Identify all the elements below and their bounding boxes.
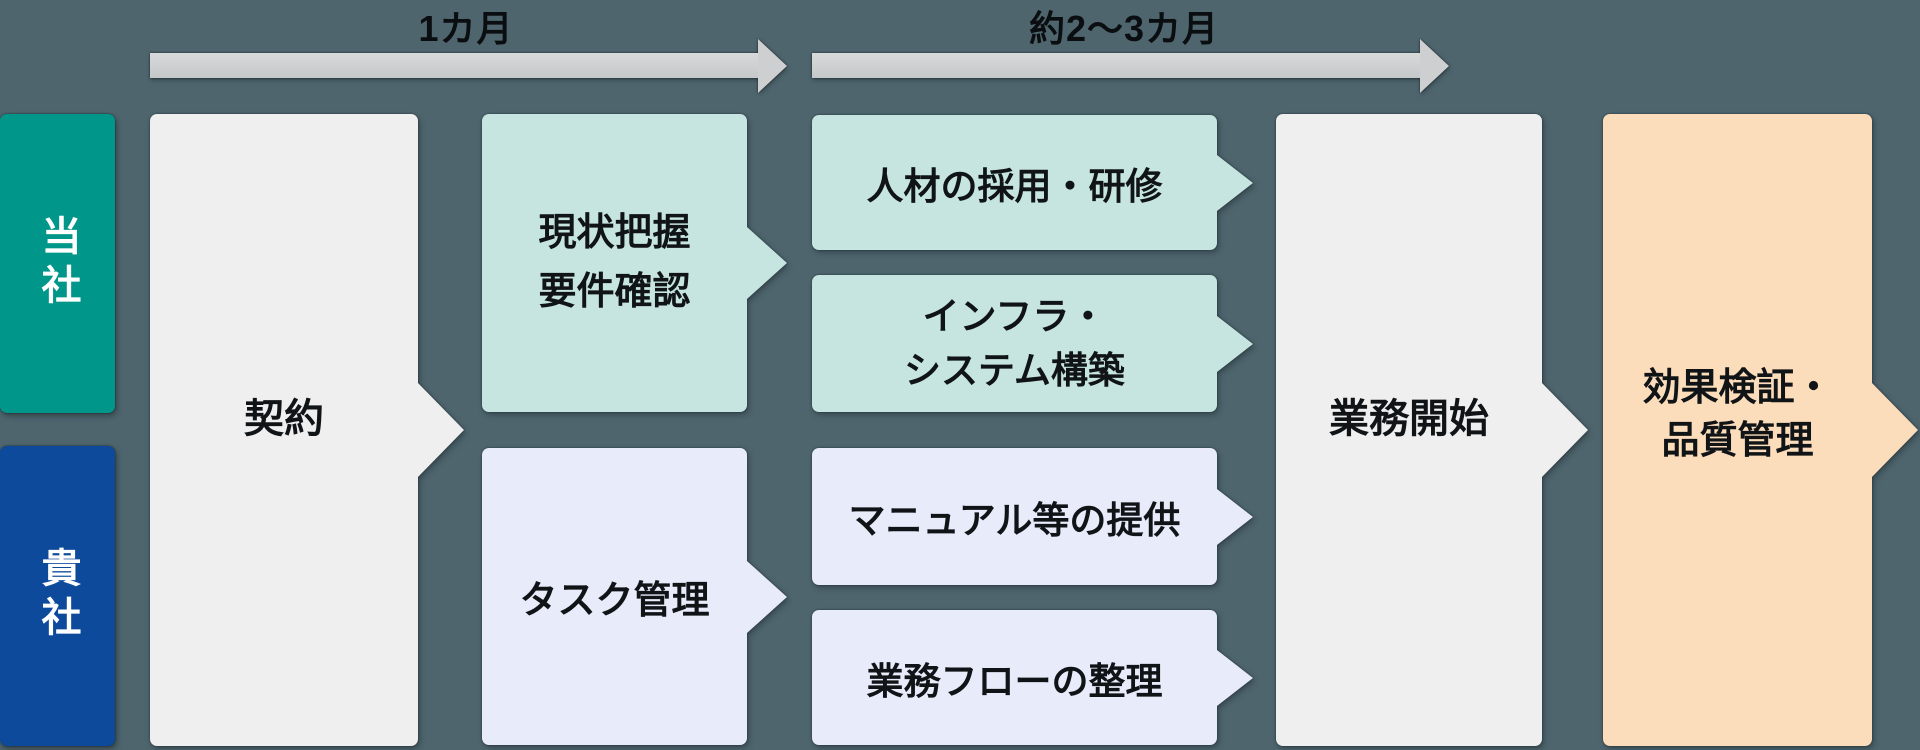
step-workflow-organization: 業務フローの整理 [812,610,1217,745]
step-verification-quality-label-line2: 品質管理 [1661,420,1814,462]
step-manual-provision: マニュアル等の提供 [812,448,1217,585]
step-assessment-label-line1: 現状把握 [538,212,691,255]
phase1-arrow-body [150,53,758,78]
step-workflow-organization-label: 業務フローの整理 [866,660,1163,702]
step-recruit-training: 人材の採用・研修 [812,115,1217,250]
step-task-management: タスク管理 [482,448,747,745]
step-operation-start-label: 業務開始 [1329,397,1489,441]
lane-company-label: 当社 [35,214,80,313]
step-infra-system-label-line2: システム構築 [904,349,1125,391]
phase2-arrow-body [812,53,1420,78]
step-contract: 契約 [150,114,418,746]
phase2-arrowhead-icon [1420,39,1449,93]
step-task-management-label: タスク管理 [519,580,710,622]
lane-client: 貴社 [0,446,115,746]
step-assessment: 現状把握 要件確認 [482,114,747,412]
lane-company: 当社 [0,114,115,413]
phase2-duration-label: 約2〜3カ月 [1028,8,1220,49]
phase2-timeline-arrow [812,39,1449,93]
step-manual-provision-label: マニュアル等の提供 [848,499,1181,541]
step-contract-label: 契約 [244,397,324,441]
step-infra-system-label-line1: インフラ・ [922,295,1107,337]
phase1-arrowhead-icon [758,39,787,93]
step-operation-start: 業務開始 [1276,114,1542,746]
phase1-duration-label: 1カ月 [418,8,514,49]
phase1-timeline-arrow [150,39,787,93]
step-infra-system: インフラ・ システム構築 [812,275,1217,412]
step-assessment-label-line2: 要件確認 [538,271,691,313]
step-verification-quality-label-line1: 効果検証・ [1642,366,1833,409]
step-verification-quality: 効果検証・ 品質管理 [1603,114,1872,746]
lane-client-label: 貴社 [35,547,80,645]
step-recruit-training-label: 人材の採用・研修 [866,165,1163,207]
